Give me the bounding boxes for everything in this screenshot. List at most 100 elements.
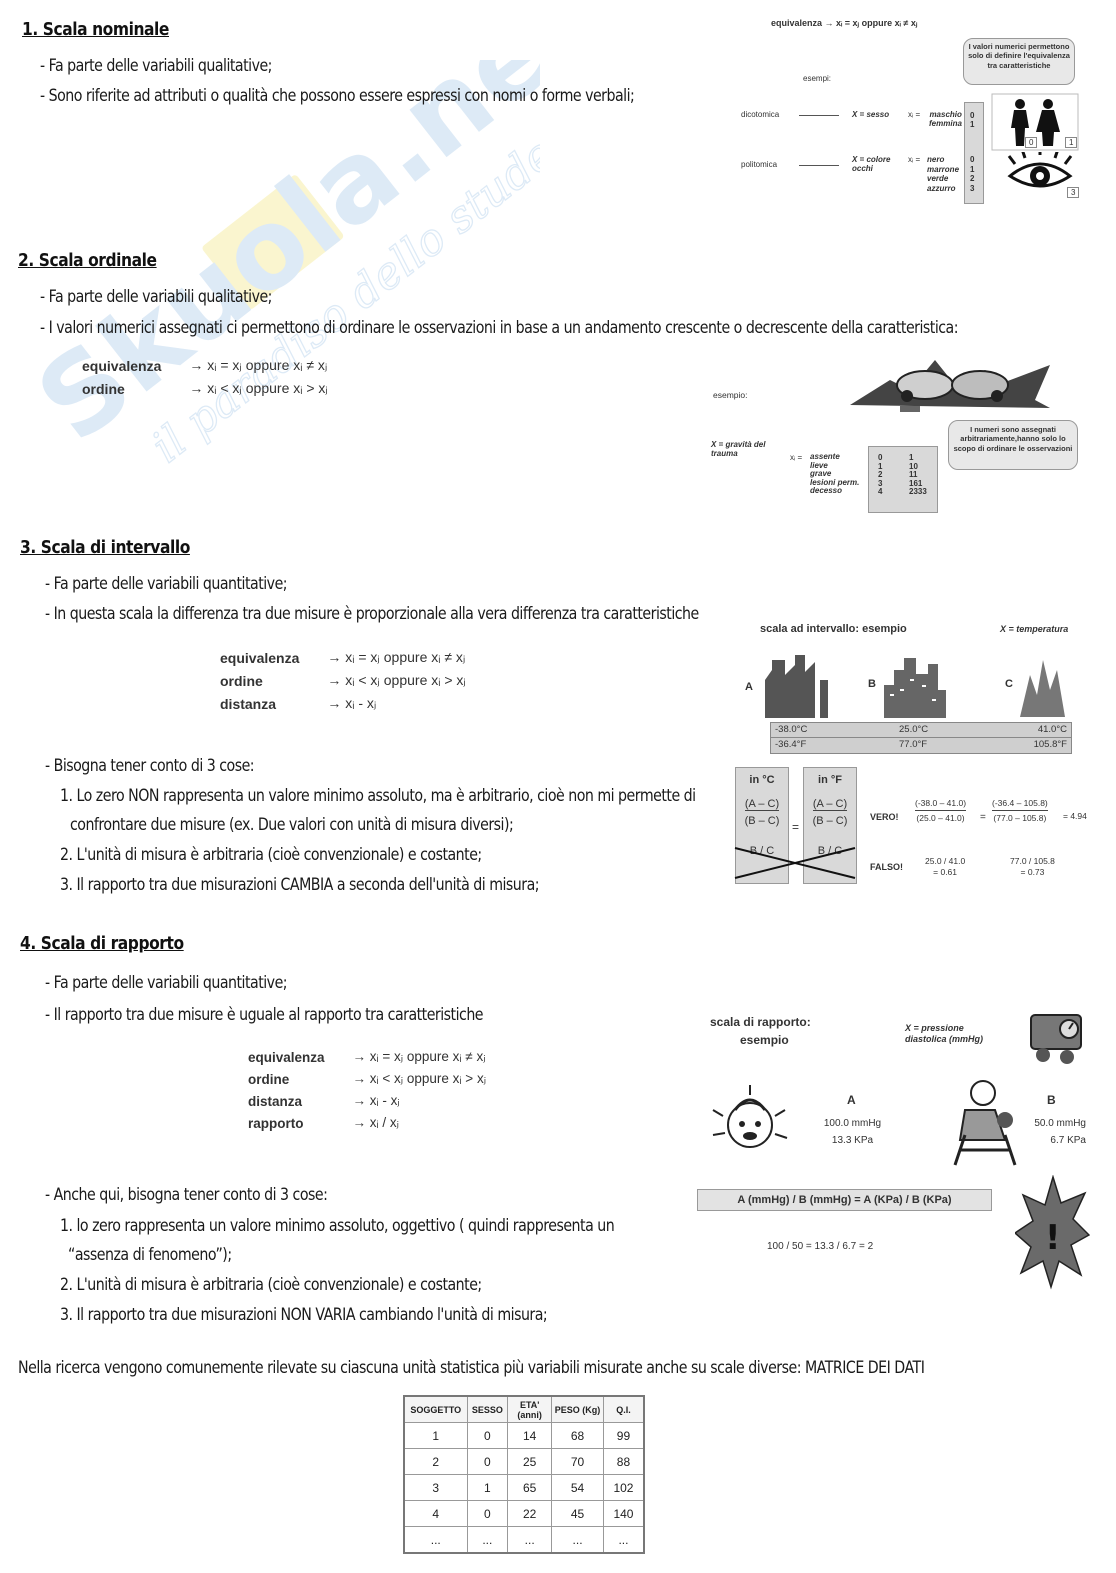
fig4-title-1: scala di rapporto:	[710, 1015, 811, 1029]
blood-pressure-meter-icon	[1030, 1014, 1082, 1064]
fig2-xi: xᵢ =	[790, 453, 803, 462]
fig1-pol-x: X = colore occhi	[852, 155, 891, 173]
fig3-vero: VERO!	[870, 812, 899, 822]
fig3-x: X = temperatura	[1000, 624, 1069, 634]
table-header-row: SOGGETTO SESSO ETA' (anni) PESO (Kg) Q.I…	[403, 1395, 645, 1423]
interval-scale-figure: scala ad intervallo: esempio X = tempera…	[730, 615, 1100, 895]
fig4-a-label: A	[847, 1093, 856, 1107]
fig1-dicotomica: dicotomica	[741, 110, 780, 119]
city-b-icon	[884, 658, 946, 718]
fig2-x: X = gravità del trauma	[711, 440, 766, 458]
excited-person-icon	[712, 1085, 788, 1148]
city-a-icon	[765, 655, 828, 718]
fig1-card-0: 0	[1025, 137, 1038, 148]
fig3-box-f: in °F (A – C) (B – C) B / C	[803, 767, 857, 884]
table-row: ...............	[403, 1526, 645, 1554]
fig3-falso-c: 25.0 / 41.0= 0.61	[925, 856, 966, 877]
fig3-label-b: B	[868, 678, 876, 690]
fig1-equivalence: equivalenza → xᵢ = xⱼ oppure xᵢ ≠ xⱼ	[771, 18, 918, 28]
table-header: SESSO	[466, 1395, 509, 1423]
section-1-bullet-2: - Sono riferite ad attributi o qualità c…	[40, 86, 635, 105]
fig4-calc: 100 / 50 = 13.3 / 6.7 = 2	[767, 1241, 874, 1252]
section-1-bullet-1: - Fa parte delle variabili qualitative;	[40, 56, 272, 75]
section-3-formulas: equivalenza→ xᵢ = xⱼ oppure xᵢ ≠ xⱼ ordi…	[220, 649, 466, 712]
fig3-temperature-table: -38.0°C 25.0°C 41.0°C -36.4°F 77.0°F 105…	[770, 722, 1072, 754]
watermark-tagline: il paradiso dello studente	[143, 84, 540, 473]
fig3-vero-equals: =	[980, 812, 986, 823]
ratio-scale-figure: scala di rapporto: esempio X = pressione…	[695, 1005, 1095, 1295]
section-3-point-1: 1. Lo zero NON rappresenta un valore min…	[60, 786, 696, 805]
sleeping-person-icon	[953, 1080, 1017, 1166]
fig4-bang: !	[1045, 1218, 1061, 1258]
fig1-xi-1: xᵢ =	[908, 110, 921, 119]
fig1-card-3: 3	[1067, 187, 1080, 198]
section-4-formulas: equivalenza→ xᵢ = xⱼ oppure xᵢ ≠ xⱼ ordi…	[248, 1049, 487, 1131]
section-4-point-2: 2. L'unità di misura è arbitraria (cioè …	[60, 1275, 482, 1294]
fig3-label-a: A	[745, 681, 753, 693]
fig3-title: scala ad intervallo: esempio	[760, 623, 907, 635]
fig3-falso-f: 77.0 / 105.8= 0.73	[1010, 856, 1055, 877]
section-4-intro: - Anche qui, bisogna tener conto di 3 co…	[45, 1185, 328, 1204]
fig1-card-1: 1	[1065, 137, 1078, 148]
fig3-vero-c: (-38.0 – 41.0) (25.0 – 41.0)	[915, 798, 967, 823]
exclamation-burst-icon: !	[1015, 1175, 1090, 1290]
fig4-formula: A (mmHg) / B (mmHg) = A (KPa) / B (KPa)	[697, 1189, 992, 1211]
section-4-bullet-2: - Il rapporto tra due misure è uguale al…	[45, 1005, 484, 1024]
section-3-point-3: 3. Il rapporto tra due misurazioni CAMBI…	[60, 875, 540, 894]
fig3-vero-result: = 4.94	[1063, 811, 1087, 821]
eye-icon	[1007, 152, 1073, 188]
fig3-box-c: in °C (A – C) (B – C) B / C	[735, 767, 789, 884]
fig1-dic-x: X = sesso	[852, 110, 890, 119]
fig4-b-label: B	[1047, 1093, 1056, 1107]
section-3-point-2: 2. L'unità di misura è arbitraria (cioè …	[60, 845, 482, 864]
city-c-icon	[1020, 660, 1065, 717]
fig3-equals: =	[792, 820, 800, 834]
fig2-bubble: I numeri sono assegnati arbitrariamente,…	[948, 420, 1078, 470]
section-4-point-1: 1. lo zero rappresenta un valore minimo …	[60, 1216, 615, 1235]
fig1-esempi: esempi:	[803, 74, 832, 83]
fig1-arrow-2	[799, 165, 839, 166]
fig1-politomica: politomica	[741, 160, 778, 169]
table-header: ETA' (anni)	[507, 1395, 553, 1423]
fig3-falso: FALSO!	[870, 862, 903, 872]
table-header: PESO (Kg)	[551, 1395, 604, 1423]
section-2-bullet-1: - Fa parte delle variabili qualitative;	[40, 287, 272, 306]
fig2-esempio: esempio:	[713, 390, 748, 400]
fig1-arrow-1	[799, 115, 839, 116]
section-3-intro: - Bisogna tener conto di 3 cose:	[45, 756, 255, 775]
matrix-sentence: Nella ricerca vengono comunemente rileva…	[18, 1358, 925, 1377]
section-4-point-3: 3. Il rapporto tra due misurazioni NON V…	[60, 1305, 548, 1324]
table-header: Q.I.	[602, 1395, 645, 1423]
section-3-bullet-2: - In questa scala la differenza tra due …	[45, 604, 699, 623]
section-3-bullet-1: - Fa parte delle variabili quantitative;	[45, 574, 288, 593]
fig1-bubble: I valori numerici permettono solo di def…	[963, 38, 1075, 85]
table-header: SOGGETTO	[403, 1395, 468, 1423]
car-crash-icon	[850, 360, 1050, 412]
nominal-scale-figure: equivalenza → xᵢ = xⱼ oppure xᵢ ≠ xⱼ ese…	[735, 12, 1085, 207]
data-matrix-table: SOGGETTO SESSO ETA' (anni) PESO (Kg) Q.I…	[403, 1395, 645, 1554]
man-woman-icon	[991, 93, 1079, 151]
section-3-point-1-cont: confrontare due misure (ex. Due valori c…	[70, 815, 514, 834]
section-1-title: 1. Scala nominale	[22, 19, 170, 40]
section-3-title: 3. Scala di intervallo	[20, 537, 190, 558]
section-2-formulas: equivalenza→ xᵢ = xⱼ oppure xᵢ ≠ xⱼ ordi…	[82, 357, 328, 397]
fig3-cross-out	[734, 847, 856, 879]
fig3-label-c: C	[1005, 678, 1013, 690]
section-4-bullet-1: - Fa parte delle variabili quantitative;	[45, 973, 288, 992]
ordinal-scale-figure: esempio: X = gravità del trauma xᵢ = ass…	[705, 350, 1085, 515]
section-4-point-1-cont: “assenza di fenomeno”);	[68, 1245, 232, 1264]
